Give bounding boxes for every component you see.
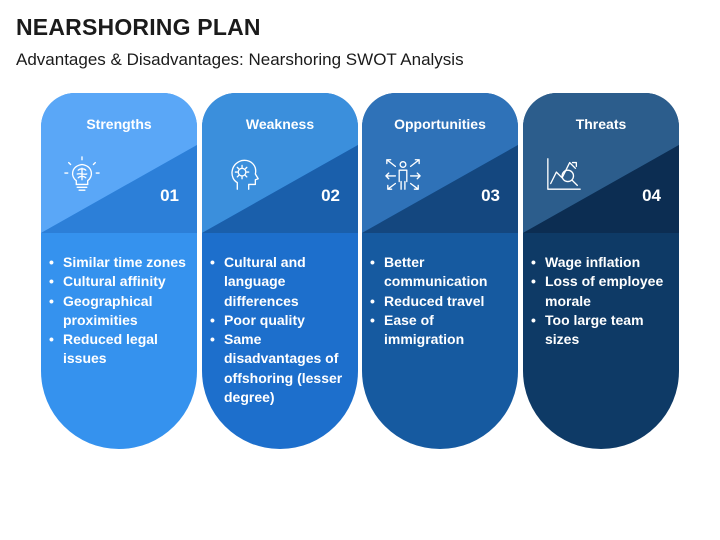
list-item: Too large team sizes bbox=[531, 311, 671, 350]
card-title: Strengths bbox=[86, 116, 152, 132]
chart-magnifier-icon bbox=[547, 158, 581, 190]
card-bullet-list: Better communication Reduced travel Ease… bbox=[370, 253, 510, 349]
card-strengths: Strengths 01 Similar time zones Cultural… bbox=[41, 93, 197, 449]
card-number: 01 bbox=[160, 186, 179, 205]
card-threats: Threats 04 Wage inflation Loss of employ… bbox=[523, 93, 679, 449]
card-number: 03 bbox=[481, 186, 500, 205]
list-item: Better communication bbox=[370, 253, 510, 292]
page-subtitle: Advantages & Disadvantages: Nearshoring … bbox=[16, 50, 464, 69]
card-number: 02 bbox=[321, 186, 340, 205]
card-weakness: Weakness 02 Cultural and language differ… bbox=[202, 93, 358, 449]
card-bullet-list: Similar time zones Cultural affinity Geo… bbox=[49, 253, 189, 369]
card-title: Opportunities bbox=[394, 116, 486, 132]
list-item: Cultural affinity bbox=[49, 272, 189, 292]
person-arrows-icon bbox=[385, 159, 421, 190]
list-item: Same disadvantages of offshoring (lesser… bbox=[210, 330, 350, 407]
card-opportunities: Opportunities 03 Better communication Re… bbox=[362, 93, 518, 449]
card-number: 04 bbox=[642, 186, 661, 205]
lightbulb-brain-icon bbox=[64, 156, 100, 191]
card-title: Weakness bbox=[245, 116, 315, 132]
list-item: Reduced legal issues bbox=[49, 330, 189, 369]
list-item: Reduced travel bbox=[370, 292, 510, 312]
list-item: Similar time zones bbox=[49, 253, 189, 273]
card-bullet-list: Cultural and language differences Poor q… bbox=[210, 253, 350, 407]
list-item: Cultural and language differences bbox=[210, 253, 350, 311]
list-item: Loss of employee morale bbox=[531, 272, 671, 311]
list-item: Geographical proximities bbox=[49, 292, 189, 331]
card-bullet-list: Wage inflation Loss of employee morale T… bbox=[531, 253, 671, 349]
list-item: Poor quality bbox=[210, 311, 350, 331]
list-item: Ease of immigration bbox=[370, 311, 510, 350]
list-item: Wage inflation bbox=[531, 253, 671, 273]
head-gear-icon bbox=[231, 159, 259, 190]
card-title: Threats bbox=[575, 116, 627, 132]
page-title: NEARSHORING PLAN bbox=[16, 14, 261, 40]
